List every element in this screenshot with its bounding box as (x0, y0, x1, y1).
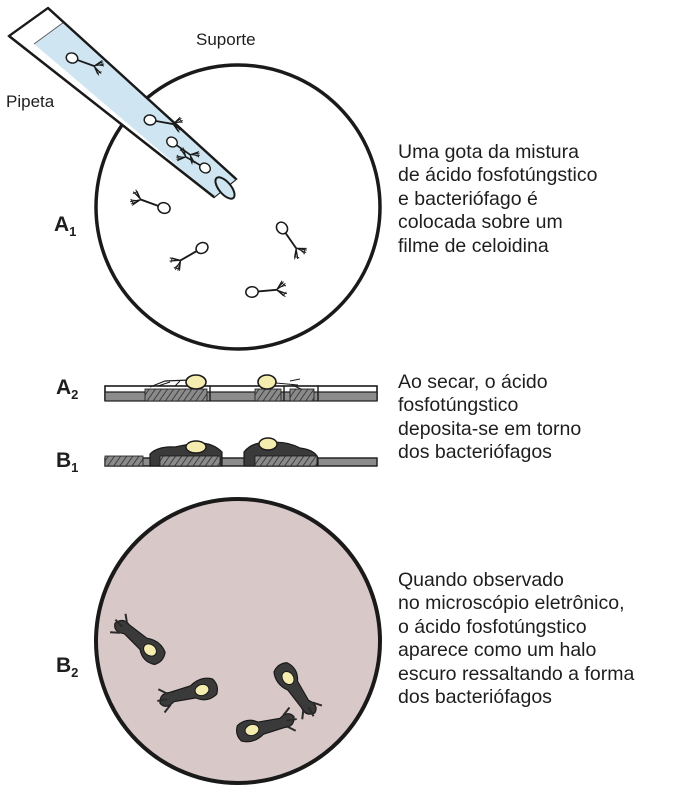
bacteriophage-icon (169, 241, 209, 271)
bacteriophage-halos (110, 613, 323, 743)
label-b1: B1 (56, 449, 79, 476)
stained-phage-icon (157, 677, 219, 714)
pipette-label: Pipeta (6, 92, 55, 111)
label-a1: A1 (54, 213, 77, 240)
label-b2: B2 (56, 654, 79, 681)
bacteriophages-in-pipette (65, 52, 212, 174)
cross-section-b1 (104, 437, 378, 467)
caption-step-3: Quando observado no microscópio eletrôni… (398, 569, 635, 708)
bacteriophage-icon (275, 221, 307, 260)
label-a2: A2 (56, 376, 79, 403)
bacteriophages-on-film (129, 189, 307, 298)
stained-phage-icon (235, 706, 297, 743)
stained-phage-icon (110, 613, 166, 666)
caption-step-2: Ao secar, o ácido fosfotúngstico deposit… (398, 371, 582, 464)
bacteriophage-icon (143, 114, 183, 133)
bacteriophage-icon (245, 280, 288, 298)
support-label: Suporte (196, 30, 256, 49)
caption-step-1: Uma gota da mistura de ácido fosfotúngst… (398, 141, 598, 257)
bacteriophage-icon (65, 52, 105, 76)
pipette-icon (7, 6, 238, 200)
cross-section-a2 (104, 374, 378, 402)
stained-phage-icon (273, 662, 323, 720)
bacteriophage-icon (176, 147, 212, 174)
bacteriophage-icon (129, 189, 171, 215)
